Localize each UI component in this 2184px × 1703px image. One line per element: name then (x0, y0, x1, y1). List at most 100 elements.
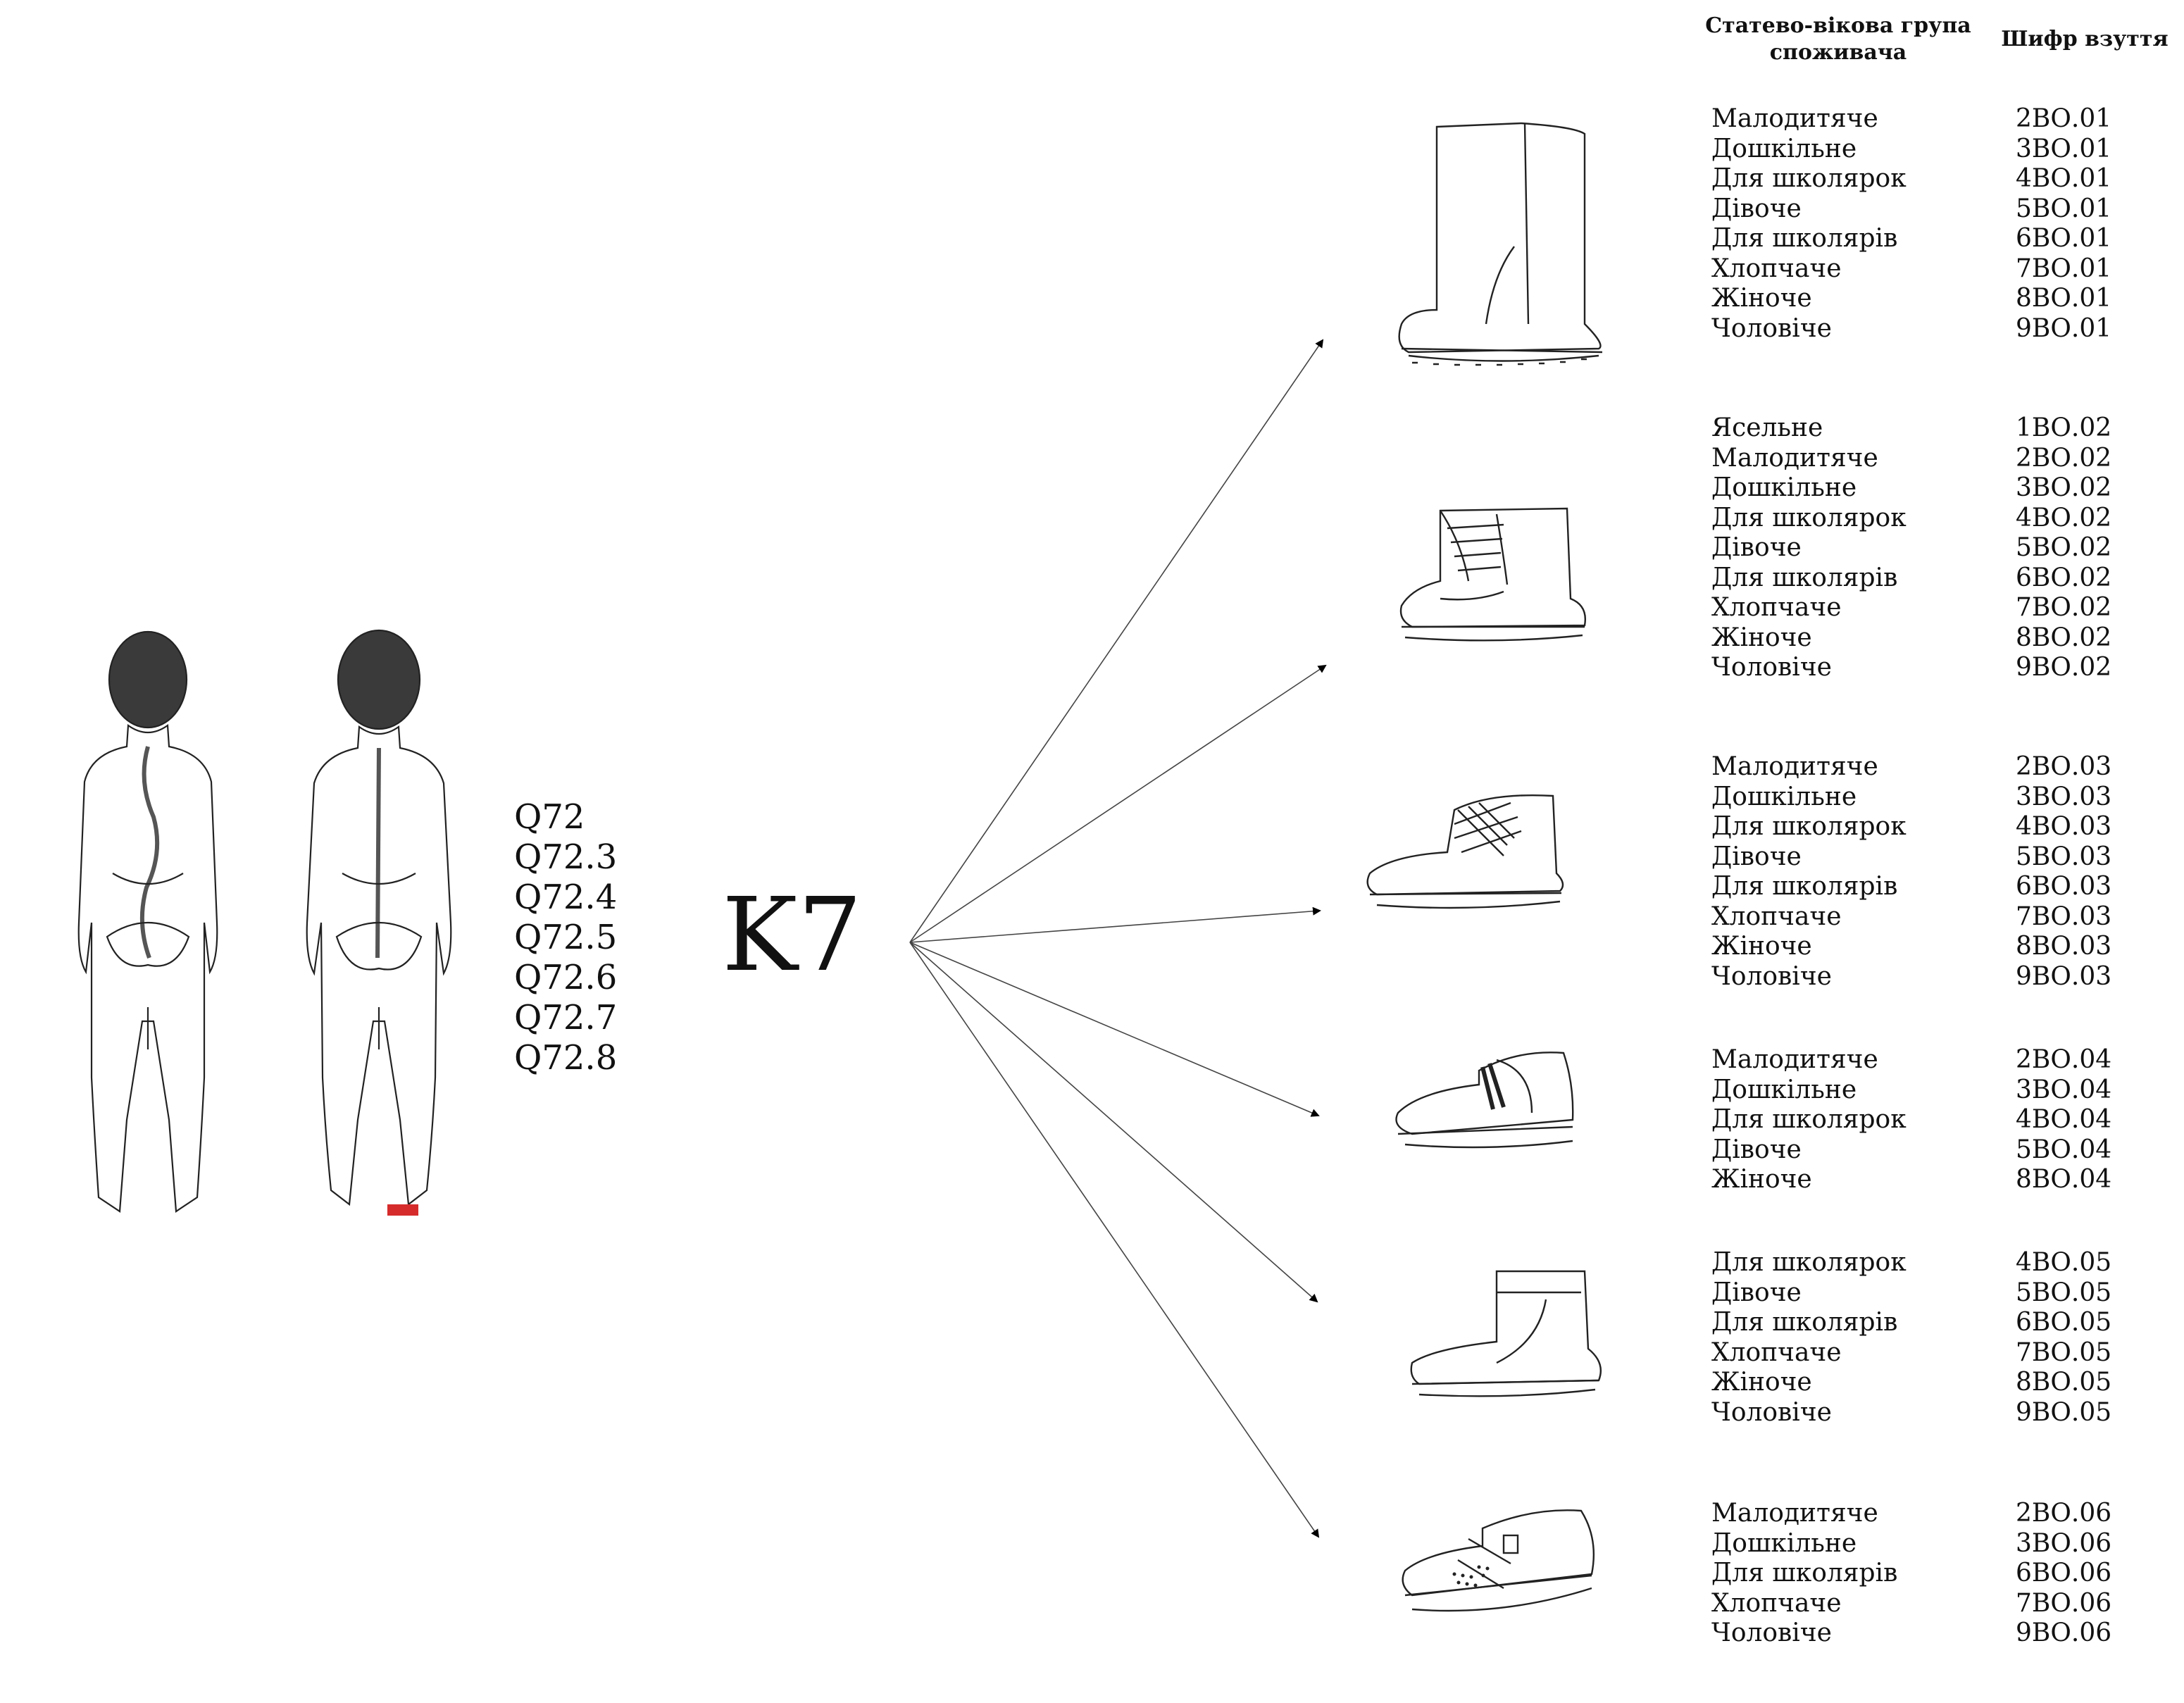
group-cell: Для школярок (1711, 503, 1907, 532)
group-cell: Жіноче (1711, 284, 1812, 313)
table-row: Дівоче 5ВО.01 (1711, 194, 2157, 225)
code-cell: 3ВО.04 (2016, 1075, 2112, 1104)
group-cell: Ясельне (1711, 413, 1823, 442)
group-cell: Хлопчаче (1711, 1588, 1842, 1618)
code-cell: 7ВО.03 (2016, 902, 2112, 931)
arrow-3 (909, 906, 1321, 943)
group-cell: Малодитяче (1711, 1045, 1878, 1074)
lace-up-shoe-icon (1366, 794, 1564, 909)
code-cell: 3ВО.06 (2016, 1528, 2112, 1558)
group-cell: Чоловіче (1711, 653, 1832, 682)
code-cell: 4ВО.02 (2016, 503, 2112, 532)
group-cell: Чоловіче (1711, 1397, 1832, 1427)
table-row: Для школярів 6ВО.03 (1711, 872, 2157, 902)
diagnosis-code: Q72.7 (514, 998, 618, 1037)
table-row: Чоловіче 9ВО.02 (1711, 653, 2157, 683)
group-cell: Для школярів (1711, 872, 1898, 901)
diagnosis-code: Q72.5 (514, 918, 618, 957)
perforated-strap-shoe-icon (1402, 1509, 1595, 1612)
code-cell: 2ВО.02 (2016, 443, 2112, 473)
group-cell: Чоловіче (1711, 1618, 1832, 1647)
code-cell: 3ВО.01 (2016, 134, 2112, 163)
group-cell: Малодитяче (1711, 1499, 1878, 1528)
center-label: K7 (722, 875, 863, 994)
group-cell: Для школярів (1711, 1559, 1898, 1587)
code-cell: 8ВО.01 (2016, 284, 2112, 313)
header-footwear-code: Шифр взуття (2001, 27, 2169, 51)
group-cell: Дівоче (1711, 194, 1802, 223)
table-row: Малодитяче 2ВО.04 (1711, 1045, 2157, 1075)
laced-ankle-boot-icon (1399, 507, 1586, 642)
group-cell: Дівоче (1711, 1135, 1802, 1164)
group-cell: Дівоче (1711, 533, 1802, 562)
group-cell: Для школярок (1711, 164, 1907, 193)
code-cell: 6ВО.03 (2016, 872, 2112, 901)
table-row: Для школярок 4ВО.02 (1711, 504, 2157, 534)
code-cell: 6ВО.01 (2016, 224, 2112, 253)
code-cell: 9ВО.03 (2016, 961, 2112, 991)
group-cell: Для школярів (1711, 224, 1898, 253)
group-cell: Жіноче (1711, 1165, 1812, 1194)
group-cell: Жіноче (1711, 623, 1812, 652)
group-cell: Для школярок (1711, 1248, 1907, 1277)
code-cell: 7ВО.02 (2016, 593, 2112, 622)
code-cell: 2ВО.04 (2016, 1045, 2112, 1074)
code-cell: 6ВО.02 (2016, 563, 2112, 592)
child-figure-scoliosis (77, 630, 218, 1213)
table-row: Для школярів 6ВО.01 (1711, 224, 2157, 254)
table-row: Дошкільне 3ВО.04 (1711, 1075, 2157, 1106)
group-cell: Жіноче (1711, 932, 1812, 961)
tall-boot-icon (1398, 122, 1603, 366)
code-cell: 7ВО.01 (2016, 254, 2112, 283)
table-row: Для школярок 4ВО.03 (1711, 812, 2157, 842)
code-cell: 8ВО.05 (2016, 1368, 2112, 1397)
code-cell: 7ВО.05 (2016, 1337, 2112, 1367)
group-cell: Хлопчаче (1711, 254, 1842, 283)
header-consumer-group: Статево-вікова група споживача (1705, 13, 1971, 65)
group-cell: Для школярок (1711, 1105, 1907, 1134)
group-cell: Малодитяче (1711, 752, 1878, 781)
group-cell: Дошкільне (1711, 782, 1857, 811)
diagnosis-code: Q72 (514, 797, 585, 837)
code-cell: 8ВО.04 (2016, 1165, 2112, 1194)
group-cell: Дошкільне (1711, 1528, 1857, 1558)
code-cell: 4ВО.01 (2016, 164, 2112, 193)
table-row: Жіноче 8ВО.04 (1711, 1165, 2157, 1195)
code-cell: 9ВО.01 (2016, 313, 2112, 343)
group-cell: Дівоче (1711, 842, 1802, 871)
group-cell: Дошкільне (1711, 1075, 1857, 1104)
code-cell: 5ВО.01 (2016, 194, 2112, 223)
arrow-5 (909, 942, 1318, 1303)
group-cell: Для школярок (1711, 812, 1907, 841)
code-cell: 2ВО.03 (2016, 752, 2112, 781)
code-cell: 7ВО.06 (2016, 1588, 2112, 1618)
code-cell: 4ВО.03 (2016, 812, 2112, 841)
diagnosis-code: Q72.4 (514, 878, 618, 917)
diagnosis-code: Q72.8 (514, 1038, 618, 1078)
red-marker (387, 1204, 418, 1216)
group-cell: Малодитяче (1711, 104, 1878, 133)
code-cell: 9ВО.02 (2016, 653, 2112, 682)
